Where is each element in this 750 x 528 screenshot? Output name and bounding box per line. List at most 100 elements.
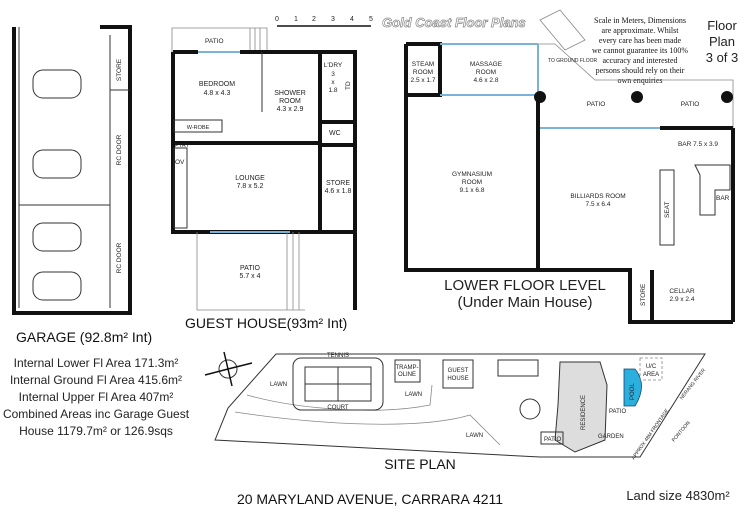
disclaimer-line: every care has been made (599, 36, 682, 45)
room-dimension: 7.5 x 6.4 (586, 201, 611, 208)
dryer-label: TD (345, 81, 352, 90)
garage-title: GARAGE (92.8m² Int) (16, 329, 152, 345)
disclaimer-line: own enquiries (617, 76, 662, 85)
room-dimension: 3 (331, 71, 335, 78)
room-label: CELLAR (669, 288, 695, 295)
room-dimension: 2.9 x 2.4 (670, 296, 695, 303)
room-label: ROOM (413, 69, 433, 76)
site-label: PATIO (609, 409, 626, 415)
area-line: House 1179.7m² or 126.9sqs (19, 424, 173, 438)
site-label: POOL (630, 383, 636, 400)
land-size: Land size 4830m² (626, 488, 730, 503)
room-label: PATIO (205, 38, 224, 45)
site-plan-title: SITE PLAN (384, 456, 456, 472)
room-dimension: 9.1 x 6.8 (460, 187, 485, 194)
disclaimer-line: we cannot guarantee its 100% (592, 46, 688, 55)
area-line: Internal Ground Fl Area 415.6m² (10, 373, 182, 387)
room-dimension: 7.8 x 5.2 (237, 183, 264, 190)
site-label: GUEST (448, 368, 469, 374)
room-label: W-ROBE (187, 125, 210, 131)
scale-bar: 0 1 2 3 4 5 (275, 16, 373, 27)
disclaimer-line: are approximate. Whilst (602, 26, 680, 35)
room-label: BILLIARDS ROOM (570, 193, 625, 200)
site-label: LAWN (270, 382, 287, 388)
car-icon (32, 149, 82, 179)
scale-tick: 4 (350, 16, 354, 23)
room-label: PATIO (681, 101, 700, 108)
area-line: Internal Upper Fl Area 407m² (19, 390, 174, 404)
stair-label: TO GROUND FLOOR (548, 58, 597, 64)
room-label: STORE (640, 283, 647, 306)
brand-logo: Gold Coast Floor Plans (382, 15, 526, 30)
site-label: PATIO (544, 437, 561, 443)
room-dimension: 2.5 x 1.7 (411, 77, 436, 84)
room-label: ROOM (462, 179, 482, 186)
car-icon (32, 222, 82, 252)
bar-label: BAR (716, 195, 730, 202)
room-label: GYMNASIUM (452, 171, 492, 178)
disclaimer-line: accuracy and interested (602, 56, 677, 65)
room-label: PATIO (240, 265, 261, 272)
site-label: GARDEN (598, 434, 624, 440)
room-label: MASSAGE (470, 61, 503, 68)
property-address: 20 MARYLAND AVENUE, CARRARA 4211 (237, 491, 503, 507)
scale-tick: 0 (275, 16, 279, 23)
site-label: AREA (643, 372, 659, 378)
room-dimension: 1.8 (328, 87, 337, 94)
room-dimension: 4.3 x 2.9 (277, 106, 304, 113)
floor-plan-number: Floor Plan 3 of 3 (706, 18, 739, 65)
site-label: TENNIS (327, 353, 349, 359)
site-label: TRAMP- (396, 365, 419, 371)
room-label: PATIO (587, 101, 606, 108)
scale-tick: 3 (331, 16, 335, 23)
floor-plan-line: 3 of 3 (706, 50, 739, 65)
site-label: RESIDENCE (581, 395, 587, 430)
room-dimension: 4.8 x 4.3 (204, 90, 231, 97)
area-line: Combined Areas inc Garage Guest (3, 407, 190, 421)
disclaimer: Scale in Meters, Dimensions are approxim… (592, 16, 688, 85)
rc-door-label: RC DOOR (116, 134, 123, 165)
room-label: STEAM (412, 61, 434, 68)
oven-label: OV (175, 159, 185, 166)
car-icon (32, 69, 82, 99)
lower-floor-plan: TO GROUND FLOOR STEAM ROOM 2.5 x 1.7 MAS… (404, 9, 735, 324)
site-label: APPROX 48M FRONTAGE (631, 407, 671, 461)
room-dimension: 4.6 x 1.8 (325, 188, 352, 195)
site-label: COURT (327, 405, 349, 411)
scale-tick: 1 (294, 16, 298, 23)
room-dimension: x (331, 79, 335, 86)
site-label: U/C (646, 364, 657, 370)
room-label: SHOWER (274, 90, 306, 97)
area-line: Internal Lower Fl Area 171.3m² (14, 356, 179, 370)
room-label: STORE (326, 180, 350, 187)
guest-house-title: GUEST HOUSE(93m² Int) (185, 315, 347, 331)
car-icon (32, 271, 82, 301)
area-summary: Internal Lower Fl Area 171.3m² Internal … (3, 356, 190, 438)
rc-door-label: RC DOOR (116, 242, 123, 273)
guest-house-plan: PATIO BEDROOM 4.8 x 4.3 SHOWER ROOM 4.3 … (171, 27, 357, 331)
room-label: ROOM (476, 69, 496, 76)
room-dimension: 5.7 x 4 (239, 273, 260, 280)
floor-plan-line: Floor (707, 18, 737, 33)
compass-icon (204, 351, 253, 387)
room-label: LOUNGE (235, 175, 265, 182)
site-label: OLINE (398, 372, 416, 378)
disclaimer-line: persons should rely on their (596, 66, 685, 75)
room-label: L'DRY (324, 62, 343, 69)
room-label: ROOM (279, 98, 301, 105)
lower-floor-title: LOWER FLOOR LEVEL (444, 277, 606, 294)
garage-store-label: STORE (116, 58, 123, 81)
seat-label: SEAT (664, 201, 671, 218)
site-label: LAWN (405, 392, 422, 398)
room-dimension: 4.6 x 2.8 (474, 77, 499, 84)
site-label: PONTOON (671, 420, 692, 443)
room-label: PTRY (175, 143, 190, 149)
room-label: BAR 7.5 x 3.9 (678, 141, 718, 148)
disclaimer-line: Scale in Meters, Dimensions (594, 16, 686, 25)
room-label: BEDROOM (199, 81, 235, 88)
room-label: WC (329, 130, 341, 137)
site-label: LAWN (466, 433, 483, 439)
floor-plan-line: Plan (709, 34, 735, 49)
